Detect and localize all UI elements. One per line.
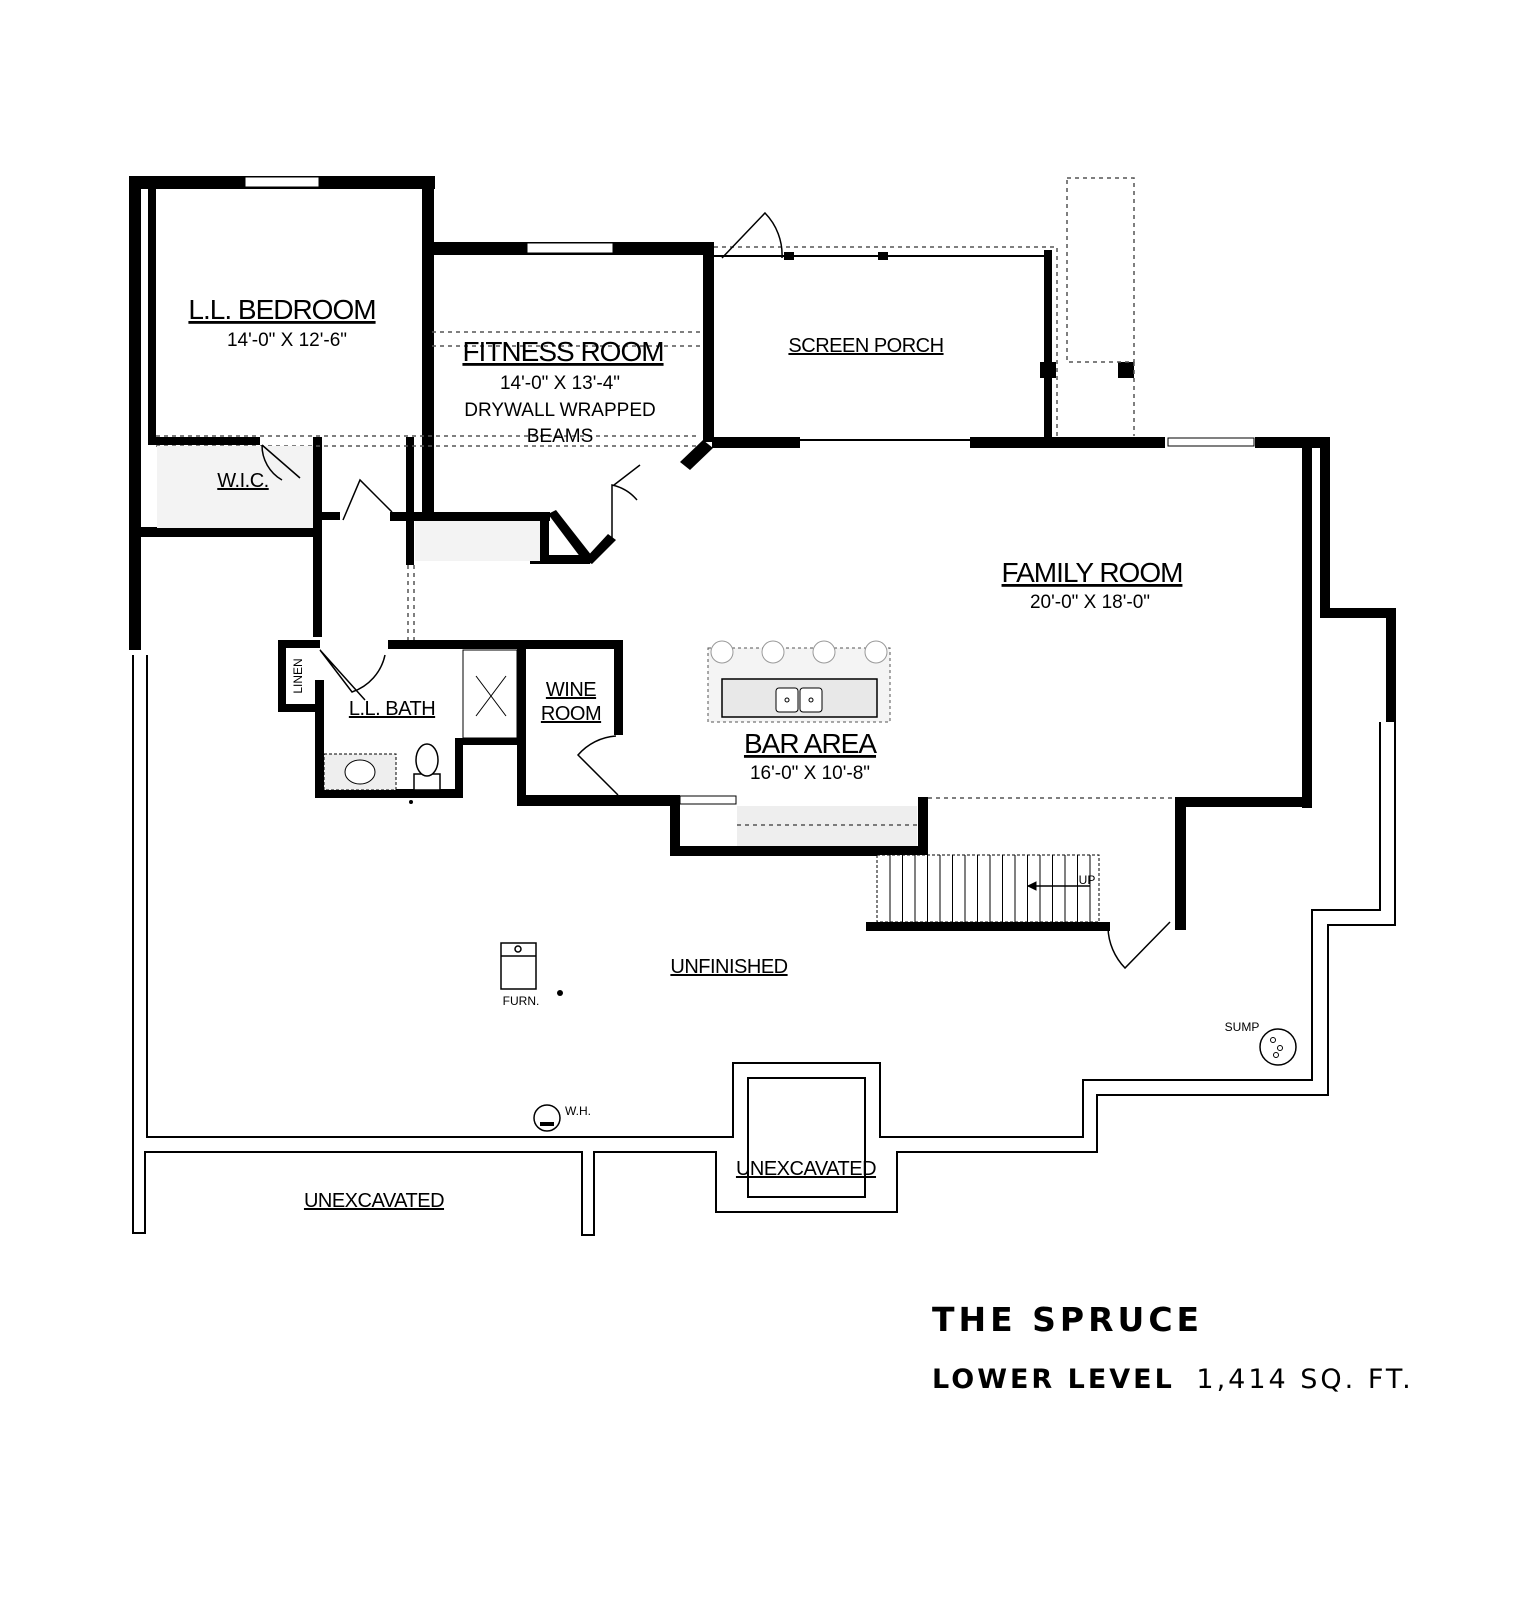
wine-name-2: ROOM [541,703,601,725]
water-heater-icon [533,1104,561,1132]
model-name: THE SPRUCE [932,1300,1204,1339]
porch-name: SCREEN PORCH [788,335,943,357]
bath-name: L.L. BATH [349,698,435,720]
bar-dims: 16'-0" X 10'-8" [750,763,870,784]
closet-shelf [415,521,540,561]
bar-stool-icons [710,640,888,664]
fitness-name: FITNESS ROOM [462,336,663,367]
shower-icon [462,649,518,739]
doors [261,211,1171,970]
stairs-up-label: UP [1079,873,1096,887]
bar-name: BAR AREA [744,728,877,759]
level-area: 1,414 SQ. FT. [1196,1364,1414,1395]
foundation-outline [132,655,1396,1236]
sump-label: SUMP [1225,1020,1260,1034]
family-dims: 20'-0" X 18'-0" [1030,592,1150,613]
bar-counter [737,806,917,846]
family-name: FAMILY ROOM [1002,557,1183,588]
room-labels: L.L. BEDROOM 14'-0" X 12'-6" FITNESS ROO… [188,294,1183,1212]
toilet-icon [413,743,441,791]
bedroom-dims: 14'-0" X 12'-6" [227,330,347,351]
bedroom-name: L.L. BEDROOM [188,294,375,325]
stairs [876,854,1100,923]
sump-icon [1259,1028,1297,1066]
fitness-note-1: DRYWALL WRAPPED [464,400,655,421]
wic-shelving [157,446,313,528]
fitness-note-2: BEAMS [527,426,594,447]
linen-name: LINEN [291,658,305,693]
furnace-label: FURN. [503,994,540,1008]
level-info: LOWER LEVEL 1,414 SQ. FT. [932,1364,1414,1395]
level-name: LOWER LEVEL [932,1364,1175,1395]
wine-name-1: WINE [546,679,596,701]
water-heater-label: W.H. [565,1104,591,1118]
bar-island [679,640,891,805]
windows [244,176,1255,447]
unfinished-name: UNFINISHED [670,956,787,978]
unexcavated-center-name: UNEXCAVATED [736,1158,876,1180]
fitness-dims: 14'-0" X 13'-4" [500,373,620,394]
wic-name: W.I.C. [217,470,268,492]
furnace-icon [500,942,537,990]
sink-icon [344,759,376,785]
unexcavated-left-name: UNEXCAVATED [304,1190,444,1212]
